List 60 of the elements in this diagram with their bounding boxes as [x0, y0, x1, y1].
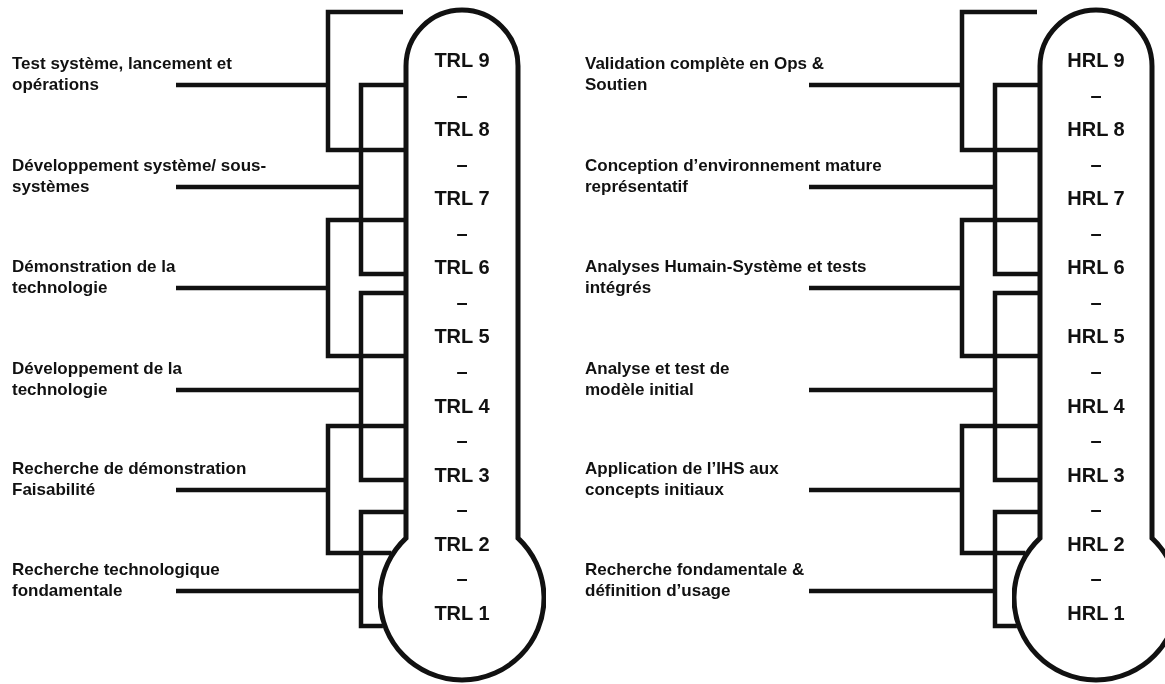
separator-dash: – [455, 82, 469, 107]
separator-dash: – [1089, 151, 1103, 176]
bracket-leader-line [806, 217, 1041, 359]
level-label: HRL 1 [1066, 600, 1126, 625]
level-label: TRL 3 [433, 462, 491, 487]
bracket-leader-line [173, 509, 407, 629]
stage-description: Recherche fondamentale & définition d’usage [585, 559, 881, 601]
separator-dash: – [455, 359, 469, 384]
level-label: HRL 3 [1066, 462, 1126, 487]
stage-description: Développement de la technologie [12, 358, 216, 400]
level-label: TRL 8 [433, 117, 491, 142]
level-label: TRL 9 [433, 48, 491, 72]
level-label: TRL 1 [433, 600, 491, 625]
thermometer [1012, 7, 1165, 683]
separator-dash: – [455, 151, 469, 176]
stage-description: Validation complète en Ops & Soutien [585, 53, 883, 95]
level-label: HRL 8 [1066, 117, 1126, 142]
bracket-leader-line [173, 9, 407, 153]
stage-description: Recherche technologique fondamentale [12, 559, 287, 601]
level-label: HRL 9 [1066, 48, 1126, 72]
bracket-leader-line [173, 423, 407, 556]
level-label: TRL 6 [433, 255, 491, 280]
stage-description: Test système, lancement et opérations [12, 53, 280, 95]
bracket-leader-line [173, 82, 407, 277]
separator-dash: – [1089, 359, 1103, 384]
separator-dash: – [1089, 289, 1103, 314]
stage-description: Analyses Humain-Système et tests intégrés [585, 256, 877, 298]
level-label: HRL 2 [1066, 531, 1126, 556]
bracket-leader-line [806, 9, 1041, 153]
level-label: TRL 4 [433, 393, 491, 418]
separator-dash: – [455, 220, 469, 245]
stage-description: Conception d’environnement mature représentatif [585, 155, 900, 197]
separator-dash: – [1089, 566, 1103, 591]
thermometer [378, 7, 546, 683]
stage-description: Démonstration de la technologie [12, 256, 207, 298]
stage-description: Développement système/ sous-systèmes [12, 155, 280, 197]
stage-description: Recherche de démonstration Faisabilité [12, 458, 322, 500]
separator-dash: – [455, 566, 469, 591]
level-label: HRL 7 [1066, 186, 1126, 211]
level-label: HRL 6 [1066, 255, 1126, 280]
separator-dash: – [1089, 497, 1103, 522]
bracket-leader-line [806, 82, 1041, 277]
bracket-leader-line [173, 217, 407, 359]
separator-dash: – [455, 428, 469, 453]
bracket-leader-line [806, 423, 1041, 556]
level-label: TRL 7 [433, 186, 491, 211]
level-label: TRL 2 [433, 531, 491, 556]
level-label: HRL 4 [1066, 393, 1126, 418]
stage-description: Analyse et test de modèle initial [585, 358, 752, 400]
stage-description: Application de l’IHS aux concepts initiaux [585, 458, 846, 500]
separator-dash: – [455, 289, 469, 314]
bracket-leader-line [806, 509, 1041, 629]
level-label: TRL 5 [433, 324, 491, 349]
level-label: HRL 5 [1066, 324, 1126, 349]
separator-dash: – [1089, 82, 1103, 107]
separator-dash: – [1089, 428, 1103, 453]
separator-dash: – [455, 497, 469, 522]
bracket-leader-line [173, 290, 407, 483]
bracket-leader-line [806, 290, 1041, 483]
separator-dash: – [1089, 220, 1103, 245]
